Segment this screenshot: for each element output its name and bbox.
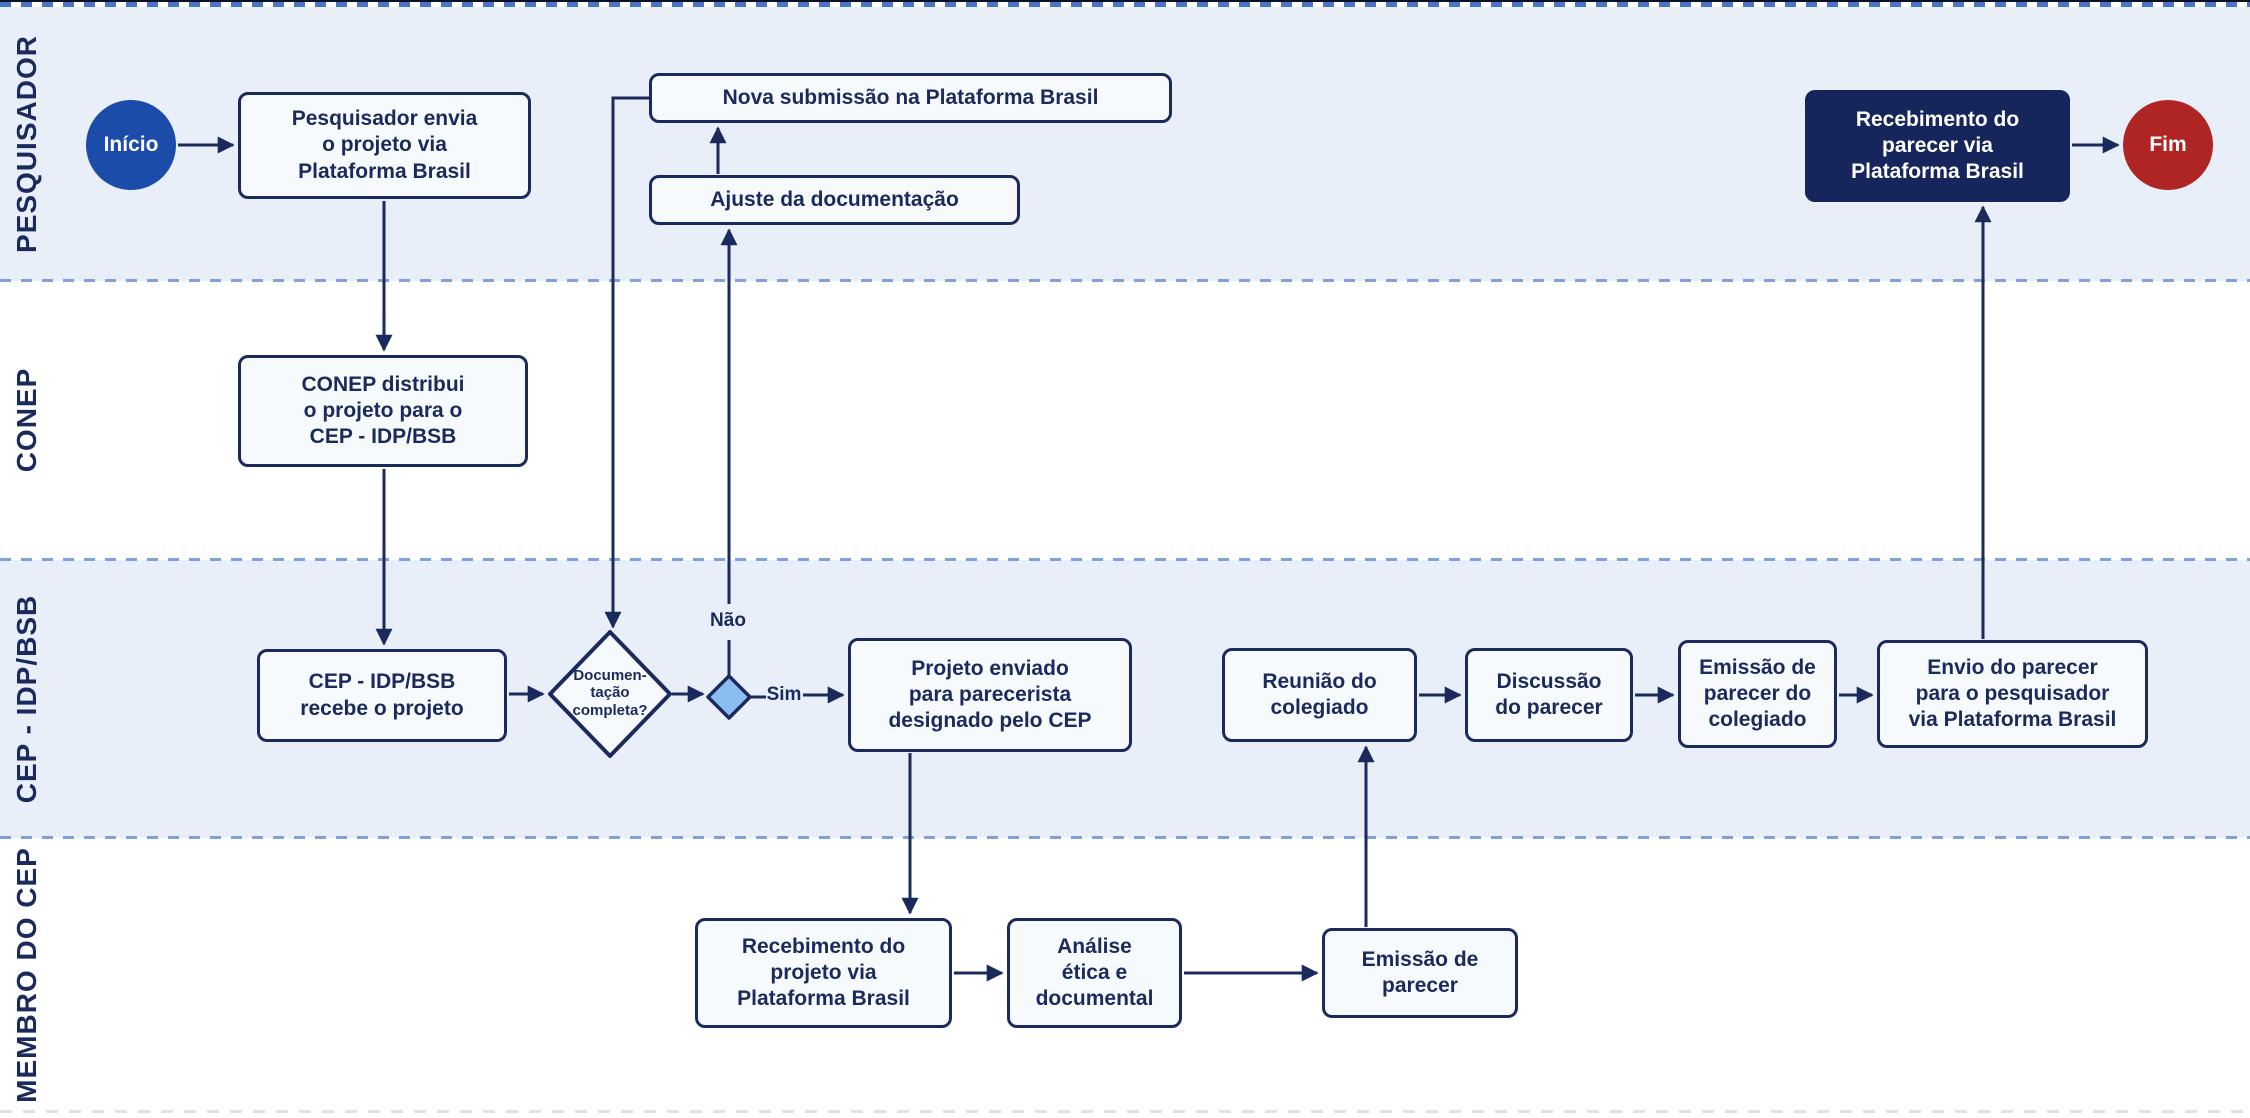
- task-emissao-parecer-colegiado: Emissão de parecer do colegiado: [1678, 640, 1837, 748]
- lane-separator-2: [0, 558, 2250, 561]
- task-emissao-parecer: Emissão de parecer: [1322, 928, 1518, 1018]
- edge-label-nao: Não: [710, 610, 746, 631]
- task-analise-etica: Análise ética e documental: [1007, 918, 1182, 1028]
- task-recebimento-parecer: Recebimento do parecer via Plataforma Br…: [1805, 90, 2070, 202]
- task-envio-parecer: Envio do parecer para o pesquisador via …: [1877, 640, 2148, 748]
- start-node: Início: [86, 100, 176, 190]
- end-node: Fim: [2123, 100, 2213, 190]
- task-conep-distribui: CONEP distribui o projeto para o CEP - I…: [238, 355, 528, 467]
- edge-nova-submissao-to-decisao: [604, 96, 649, 629]
- edge-label-sim: Sim: [766, 684, 802, 705]
- gateway-diamond-icon: [706, 674, 752, 720]
- task-cep-recebe: CEP - IDP/BSB recebe o projeto: [257, 649, 507, 742]
- task-nova-submissao: Nova submissão na Plataforma Brasil: [649, 73, 1172, 123]
- bottom-border-dashes: [0, 1110, 2250, 1113]
- top-border-line: [0, 0, 2250, 2]
- task-projeto-enviado: Projeto enviado para parecerista designa…: [848, 638, 1132, 752]
- task-recebimento-projeto: Recebimento do projeto via Plataforma Br…: [695, 918, 952, 1028]
- decision-diamond: [548, 630, 672, 758]
- task-pesquisador-envia: Pesquisador envia o projeto via Platafor…: [238, 92, 531, 199]
- lane-separator-3: [0, 836, 2250, 839]
- task-discussao-parecer: Discussão do parecer: [1465, 648, 1633, 742]
- top-border-dashes: [0, 2, 2250, 7]
- task-reuniao-colegiado: Reunião do colegiado: [1222, 648, 1417, 742]
- decision-label-documentacao-completa: Documen- tação completa?: [572, 667, 648, 719]
- task-ajuste-documentacao: Ajuste da documentação: [649, 175, 1020, 225]
- lane-separator-1: [0, 279, 2250, 282]
